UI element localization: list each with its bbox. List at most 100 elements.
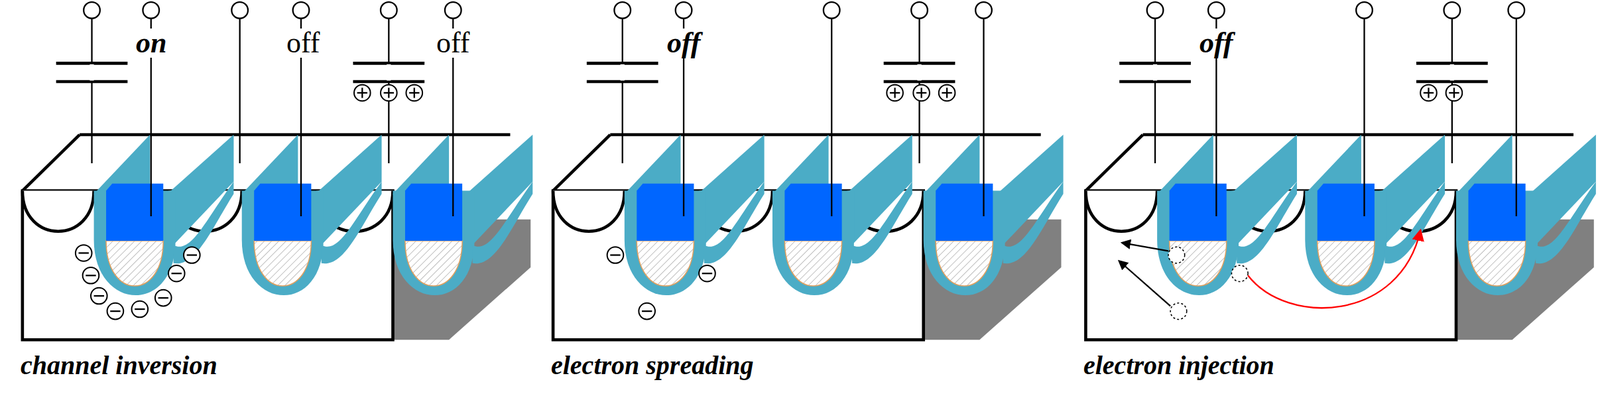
charge-symbol (186, 253, 197, 256)
contact-terminal (142, 1, 160, 19)
block-edge (1085, 134, 1143, 191)
charge-symbol (75, 244, 93, 262)
contact-terminal (614, 1, 631, 19)
contact-wire (830, 18, 833, 217)
charge-symbol (387, 87, 390, 98)
charge-symbol (920, 87, 922, 98)
charge-symbol (107, 303, 124, 320)
fin-gate (165, 134, 234, 243)
charge-symbol (1446, 84, 1463, 102)
injection-arrow (1247, 230, 1421, 309)
panel (553, 1, 1063, 340)
fin-top (253, 183, 311, 241)
injection-arrow (1122, 242, 1169, 251)
electron-ghost (1231, 265, 1248, 282)
fin-channel (106, 240, 164, 286)
fin-gate (1228, 134, 1297, 243)
fin-top (784, 183, 842, 241)
charge-symbol (698, 265, 716, 282)
capacitor-gap (1450, 64, 1455, 81)
contact-terminal (380, 1, 398, 19)
fin-channel (253, 240, 311, 286)
contact-terminal (83, 1, 101, 19)
charge-symbol (131, 301, 149, 318)
panel-caption: channel inversion (20, 352, 218, 379)
charge-symbol (1420, 84, 1437, 102)
capacitor-gap (386, 64, 391, 81)
diffusion-well (553, 190, 625, 232)
charge-symbol (405, 84, 423, 102)
diffusion-well (22, 190, 95, 232)
gate-state-label: off (285, 28, 322, 58)
fin-top (1317, 183, 1375, 241)
contact-terminal (1444, 1, 1461, 19)
contact-terminal (1355, 1, 1373, 19)
electron-ghost (1168, 246, 1185, 264)
charge-symbol (610, 253, 620, 256)
capacitor-gap (917, 64, 922, 81)
charge-symbol (702, 272, 713, 274)
charge-symbol (913, 84, 930, 102)
fin-gate (1376, 134, 1445, 243)
charge-symbol (82, 267, 100, 284)
contact-terminal (823, 1, 841, 19)
panel-caption: electron injection (1083, 352, 1275, 379)
charge-symbol (893, 87, 896, 98)
fin-channel (784, 240, 842, 286)
contact-terminal (1507, 1, 1525, 19)
capacitor-gap (620, 64, 625, 81)
fin-channel (935, 240, 993, 286)
contact-wire (1363, 18, 1365, 217)
block-edge (79, 133, 510, 137)
fin-gate (1236, 181, 1297, 264)
contact-terminal (1147, 1, 1164, 19)
fin-gate (844, 134, 913, 243)
contact-wire (1154, 18, 1156, 164)
diffusion-well (1085, 190, 1158, 232)
charge-symbol (90, 287, 108, 305)
contact-terminal (911, 1, 928, 19)
fin-gate (173, 181, 235, 264)
panel (1085, 1, 1596, 340)
charge-symbol (938, 84, 956, 102)
contact-wire (982, 18, 985, 217)
charge-symbol (413, 87, 416, 98)
block-edge (610, 133, 1041, 137)
fin-gate (1384, 181, 1445, 264)
charge-symbol (94, 295, 105, 297)
charge-symbol (183, 246, 201, 264)
gate-state-label: on (134, 28, 168, 58)
charge-symbol (78, 251, 89, 254)
contact-terminal (293, 1, 310, 19)
fin-gate (1527, 134, 1597, 243)
fin-gate (994, 134, 1063, 243)
contact-wire (90, 18, 93, 164)
contact-terminal (675, 1, 693, 19)
contact-terminal (975, 1, 992, 19)
electron-ghost (1170, 303, 1187, 320)
charge-symbol (110, 310, 121, 312)
charge-symbol (134, 308, 145, 310)
charge-symbol (171, 272, 182, 274)
capacitor-gap (89, 64, 94, 81)
contact-terminal (444, 1, 462, 19)
block-edge (1143, 133, 1574, 137)
charge-symbol (886, 84, 904, 102)
fin-top (106, 183, 164, 241)
fin-channel (405, 240, 463, 286)
contact-wire (1515, 18, 1518, 217)
charge-symbol (607, 246, 624, 264)
panel-caption: electron spreading (551, 352, 754, 379)
charge-symbol (168, 265, 185, 282)
panel (22, 1, 533, 340)
capacitor-gap (1153, 64, 1158, 81)
contact-wire (387, 18, 390, 164)
contact-terminal (231, 1, 248, 19)
charge-symbol (85, 274, 96, 276)
fin-top (1169, 183, 1227, 241)
injection-arrow (1119, 261, 1171, 307)
fin-gate (312, 134, 382, 243)
gate-state-label: off (665, 28, 703, 58)
contact-wire (238, 18, 241, 164)
